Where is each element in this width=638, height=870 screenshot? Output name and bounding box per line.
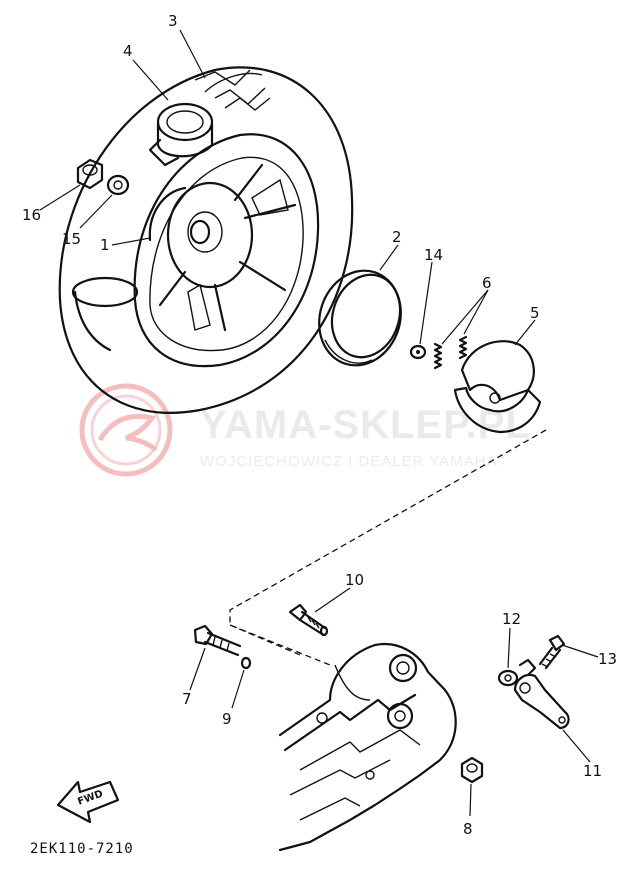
callout-12: 12	[502, 610, 521, 628]
cam-lever-11	[513, 658, 570, 730]
callout-13: 13	[598, 650, 617, 668]
watermark-brand: YAMA-SKLEP.PL	[200, 403, 531, 447]
callout-16: 16	[22, 206, 41, 224]
callout-4: 4	[123, 42, 133, 60]
watermark-logo	[79, 383, 173, 477]
brake-ring	[318, 269, 402, 367]
transmission-case	[278, 642, 457, 852]
fwd-arrow: FWD	[56, 780, 120, 824]
nut-16	[76, 158, 104, 190]
leader-lines	[39, 29, 599, 817]
callout-3: 3	[168, 12, 178, 30]
callout-7: 7	[182, 690, 192, 708]
diagram-code: 2EK110-7210	[30, 841, 134, 857]
washer-15	[106, 174, 130, 196]
bolt-7	[193, 624, 242, 657]
valve-sleeve	[148, 102, 214, 167]
callout-9: 9	[222, 710, 232, 728]
callout-1: 1	[100, 236, 110, 254]
springs-6	[433, 335, 468, 370]
washer-14	[409, 344, 427, 360]
callout-15: 15	[62, 230, 81, 248]
bolt-13	[538, 634, 566, 670]
washer-12	[497, 669, 519, 687]
o-ring-9	[240, 656, 252, 670]
callouts: 3 4 16 15 1 2 14 6 5 10 7 9 12 13 11 8	[22, 12, 617, 838]
callout-6: 6	[482, 274, 492, 292]
callout-14: 14	[424, 246, 443, 264]
watermark-dealer: WOJCIECHOWICZ I DEALER YAMAHA	[200, 453, 498, 470]
callout-2: 2	[392, 228, 402, 246]
nut-8	[460, 756, 484, 784]
callout-11: 11	[583, 762, 602, 780]
callout-8: 8	[463, 820, 473, 838]
rear-wheel	[58, 66, 354, 414]
callout-10: 10	[345, 571, 364, 589]
brake-shoe	[453, 340, 542, 434]
callout-5: 5	[530, 304, 540, 322]
link-line	[229, 429, 547, 666]
watermark: YAMA-SKLEP.PL WOJCIECHOWICZ I DEALER YAM…	[79, 383, 531, 477]
bolt-10	[288, 603, 329, 637]
